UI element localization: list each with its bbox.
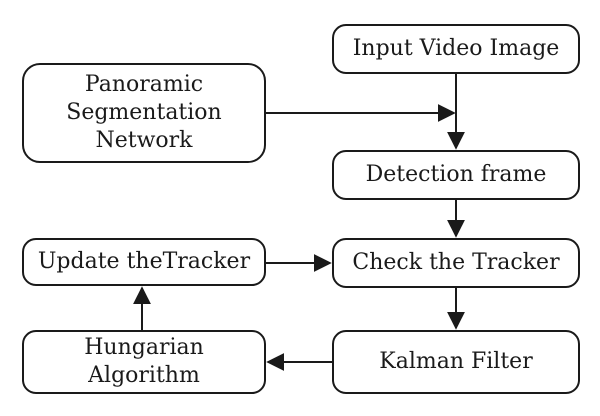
node-check-tracker: Check the Tracker (332, 238, 580, 288)
node-hungarian-algorithm: Hungarian Algorithm (22, 330, 266, 394)
node-label: Detection frame (365, 162, 547, 187)
node-input-video-image: Input Video Image (332, 24, 580, 74)
node-label: Update theTracker (37, 249, 251, 274)
node-label: Kalman Filter (379, 349, 533, 374)
node-kalman-filter: Kalman Filter (332, 330, 580, 394)
node-detection-frame: Detection frame (332, 150, 580, 200)
node-label: Hungarian Algorithm (84, 335, 204, 388)
node-label: Check the Tracker (352, 250, 560, 275)
node-panoramic-segmentation-network: Panoramic Segmentation Network (22, 63, 266, 163)
node-label: Panoramic Segmentation Network (66, 72, 222, 153)
node-label: Input Video Image (352, 36, 560, 61)
node-update-tracker: Update theTracker (22, 238, 266, 286)
